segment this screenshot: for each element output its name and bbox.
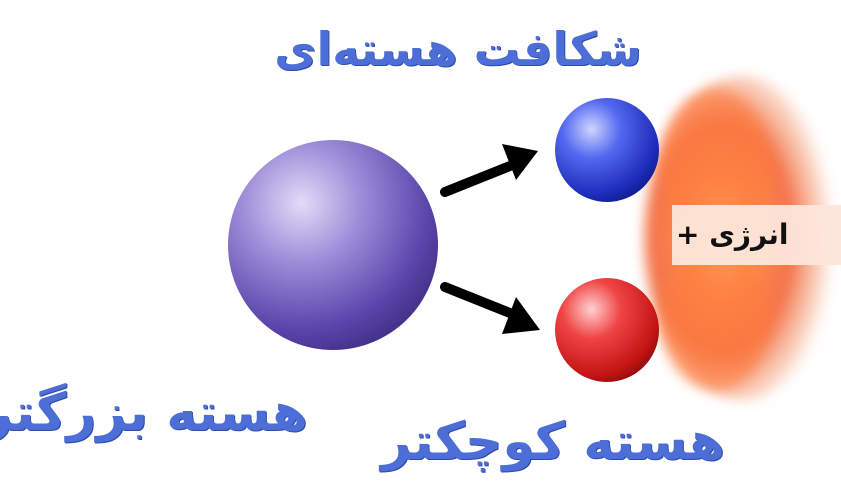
arrow-down-right-icon — [440, 282, 540, 334]
small-nuclei-label: هسته کوچکتر — [381, 412, 725, 472]
large-nucleus-sphere — [228, 140, 438, 350]
arrow-up-right-icon — [440, 144, 538, 197]
energy-label: انرژی + — [676, 218, 789, 251]
diagram-title: شکافت هسته‌ای — [274, 22, 642, 76]
small-nucleus-blue-sphere — [555, 98, 659, 202]
small-nucleus-red-sphere — [555, 278, 659, 382]
energy-label-backdrop — [672, 205, 841, 265]
large-nucleus-label: هسته بزرگتر — [0, 383, 308, 443]
energy-glow — [644, 76, 841, 400]
